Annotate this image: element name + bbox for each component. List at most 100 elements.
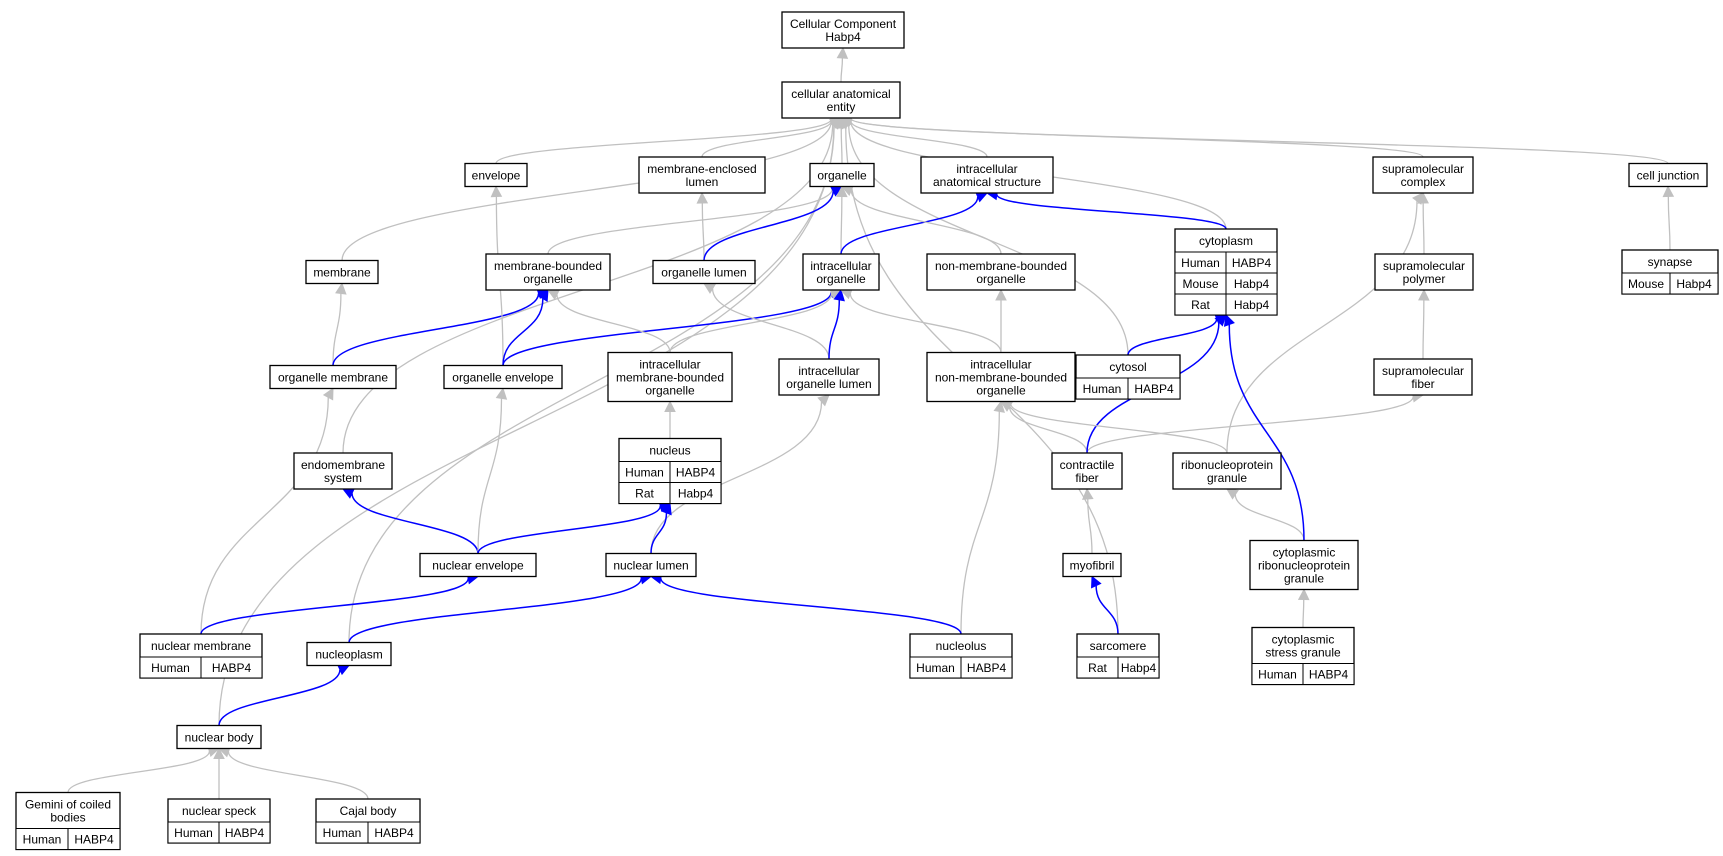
species-label: Human [625, 466, 664, 480]
node-label: nuclear speck [182, 804, 257, 818]
node-envelope[interactable]: envelope [464, 162, 528, 188]
node-label: fiber [1075, 471, 1098, 485]
node-ol[interactable]: organelle lumen [652, 259, 756, 285]
species-label: Human [1181, 256, 1220, 270]
node-label: nuclear body [185, 731, 254, 745]
edge-membrane-to-cae [341, 115, 843, 261]
edge-oe-to-mbo [502, 289, 549, 366]
node-nl[interactable]: nuclear lumen [605, 552, 697, 578]
node-box [920, 156, 1054, 194]
edge-cajal-to-nb [217, 746, 369, 800]
edge-ol-to-organelle [703, 185, 843, 261]
gene-label: HABP4 [1134, 382, 1174, 396]
species-label: Human [323, 826, 362, 840]
node-label: envelope [472, 169, 521, 183]
species-label: Human [174, 826, 213, 840]
gene-label: Habp4 [1676, 277, 1712, 291]
node-label: nuclear membrane [151, 639, 251, 653]
gene-label: HABP4 [1309, 668, 1349, 682]
node-label: non-membrane-bounded [935, 259, 1067, 273]
node-organelle[interactable]: organelle [809, 162, 875, 188]
node-box [1062, 552, 1122, 578]
node-inmbo[interactable]: intracellularnon-membrane-boundedorganel… [926, 351, 1076, 403]
node-myofibril[interactable]: myofibril [1062, 552, 1122, 578]
node-label: supramolecular [1383, 259, 1465, 273]
edge-ne-to-oe [477, 387, 508, 554]
node-oe[interactable]: organelle envelope [443, 364, 563, 390]
node-label: granule [1284, 572, 1324, 586]
edge-csg-to-crnpg [1297, 588, 1310, 628]
node-box [926, 351, 1076, 403]
node-box [652, 259, 756, 285]
node-om[interactable]: organelle membrane [269, 364, 397, 390]
node-label: nuclear lumen [613, 559, 688, 573]
edge-nb-to-cae [218, 117, 842, 726]
gene-label: HABP4 [967, 661, 1007, 675]
node-label: supramolecular [1382, 162, 1464, 176]
node-box [1372, 156, 1474, 194]
node-label: organelle lumen [661, 266, 746, 280]
node-box [1373, 358, 1473, 396]
node-membrane[interactable]: membrane [305, 259, 379, 285]
node-box [781, 81, 901, 119]
species-label: Rat [635, 487, 654, 501]
node-cj[interactable]: cell junction [1628, 162, 1708, 188]
node-box [607, 351, 733, 403]
edge-smc-to-cae [839, 112, 1424, 158]
node-label: organelle lumen [786, 377, 871, 391]
edge-synapse-to-cj [1662, 185, 1675, 251]
edge-nucleolus-to-nl [649, 572, 962, 635]
node-box [605, 552, 697, 578]
node-nb[interactable]: nuclear body [176, 724, 262, 750]
edge-nm-to-ne [200, 572, 480, 635]
edge-cf-to-smf [1086, 391, 1425, 454]
edge-crnpg-to-cytoplasm [1223, 313, 1305, 541]
node-np[interactable]: nucleoplasm [306, 641, 392, 667]
species-label: Mouse [1628, 277, 1664, 291]
edge-rnpg-to-smc [1226, 192, 1424, 454]
gene-label: HABP4 [1232, 256, 1272, 270]
species-label: Mouse [1182, 277, 1218, 291]
node-ne[interactable]: nuclear envelope [419, 552, 537, 578]
node-label: cytosol [1109, 360, 1146, 374]
edge-sarcomere-to-myofibril [1091, 575, 1119, 635]
node-label: granule [1207, 471, 1247, 485]
node-box [1249, 539, 1359, 591]
edge-crnpg-to-rnpg [1226, 488, 1305, 541]
node-label: intracellular [798, 364, 859, 378]
node-box [306, 641, 392, 667]
species-label: Human [1258, 668, 1297, 682]
node-label: organelle envelope [452, 371, 554, 385]
